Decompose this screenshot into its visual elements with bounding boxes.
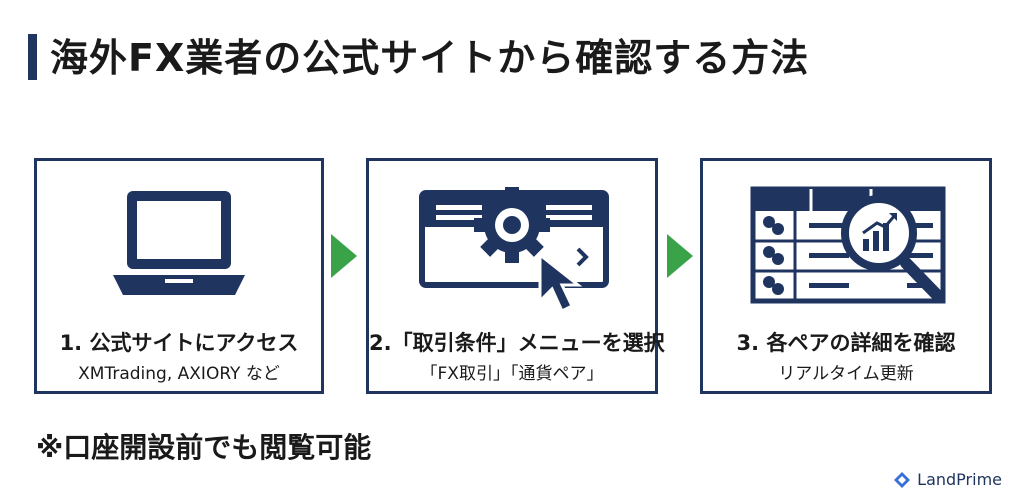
step-1-label: 1. 公式サイトにアクセス (59, 331, 299, 355)
step-1-sub: XMTrading, AXIORY など (78, 364, 280, 384)
table-magnifier-icon (750, 186, 946, 304)
step-card-2: 2.「取引条件」メニューを選択 「FX取引」「通貨ペア」 (366, 158, 665, 394)
step-card-3: 3. 各ペアの詳細を確認 リアルタイム更新 (700, 158, 992, 394)
step-card-1: 1. 公式サイトにアクセス XMTrading, AXIORY など (34, 158, 324, 394)
brand-name: LandPrime (917, 470, 1002, 489)
laptop-icon (113, 191, 245, 295)
step-2-label: 2.「取引条件」メニューを選択 (369, 331, 665, 355)
settings-cursor-icon (419, 187, 609, 314)
brand-logo: LandPrime (893, 470, 1002, 489)
step-3-label: 3. 各ペアの詳細を確認 (736, 331, 956, 355)
page-title: 海外FX業者の公式サイトから確認する方法 (50, 36, 810, 80)
title-accent-bar (28, 34, 37, 80)
step-arrow-1 (331, 234, 357, 278)
step-2-sub: 「FX取引」「通貨ペア」 (420, 364, 604, 384)
footnote: ※口座開設前でも閲覧可能 (36, 431, 372, 464)
step-arrow-2 (667, 234, 693, 278)
step-3-sub: リアルタイム更新 (778, 364, 914, 384)
diamond-logo-icon (894, 471, 911, 488)
